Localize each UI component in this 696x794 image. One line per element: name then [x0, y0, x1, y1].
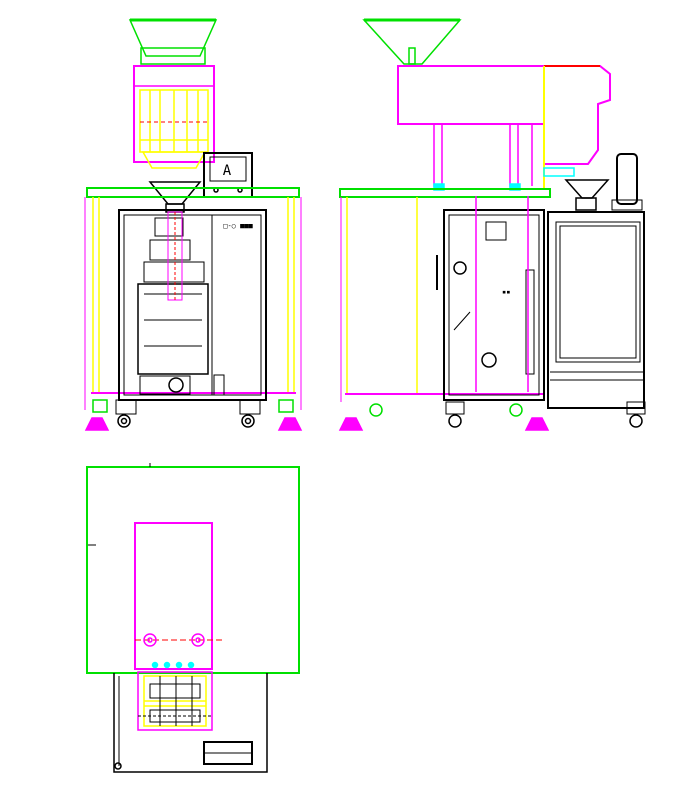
front-hopper [128, 18, 218, 65]
side-feeder-housing [397, 65, 611, 190]
side-table-top [339, 188, 551, 198]
side-casters [369, 401, 646, 428]
front-table-top [86, 187, 300, 198]
top-feeder-outline [134, 522, 213, 670]
front-machine-cabinet: □-○ ■■■ [118, 209, 267, 401]
side-control-cabinet [547, 211, 645, 409]
side-view: ▪▪ [338, 18, 646, 431]
front-casters [115, 399, 261, 428]
side-hopper [362, 19, 462, 65]
side-leveling-feet [338, 417, 550, 431]
side-support-columns [433, 123, 519, 187]
svg-text:▪▪: ▪▪ [502, 288, 510, 296]
side-discharge-chute [433, 167, 575, 191]
front-view: A □-○ ■■■ [84, 18, 303, 431]
front-weigher-cabinet [133, 65, 215, 169]
side-table-legs [346, 197, 418, 394]
side-collect-funnel [564, 179, 610, 199]
top-column-markers [143, 633, 205, 647]
front-leveling-feet [84, 399, 303, 431]
top-view [86, 463, 300, 773]
side-forming-tube [475, 196, 529, 392]
top-discharge-points [151, 661, 195, 669]
front-touch-screen: A [203, 152, 253, 198]
top-table-outline [86, 466, 300, 674]
screen-label: A [223, 163, 232, 179]
side-monitor-pod [611, 153, 643, 211]
top-machine-base [113, 673, 268, 773]
front-forming-tube [167, 211, 183, 301]
top-weigher-buckets [137, 671, 213, 731]
front-base-frame [84, 197, 302, 410]
svg-text:□-○ ■■■: □-○ ■■■ [223, 222, 253, 230]
front-table-legs [92, 197, 295, 393]
side-machine-cabinet: ▪▪ [436, 209, 545, 401]
